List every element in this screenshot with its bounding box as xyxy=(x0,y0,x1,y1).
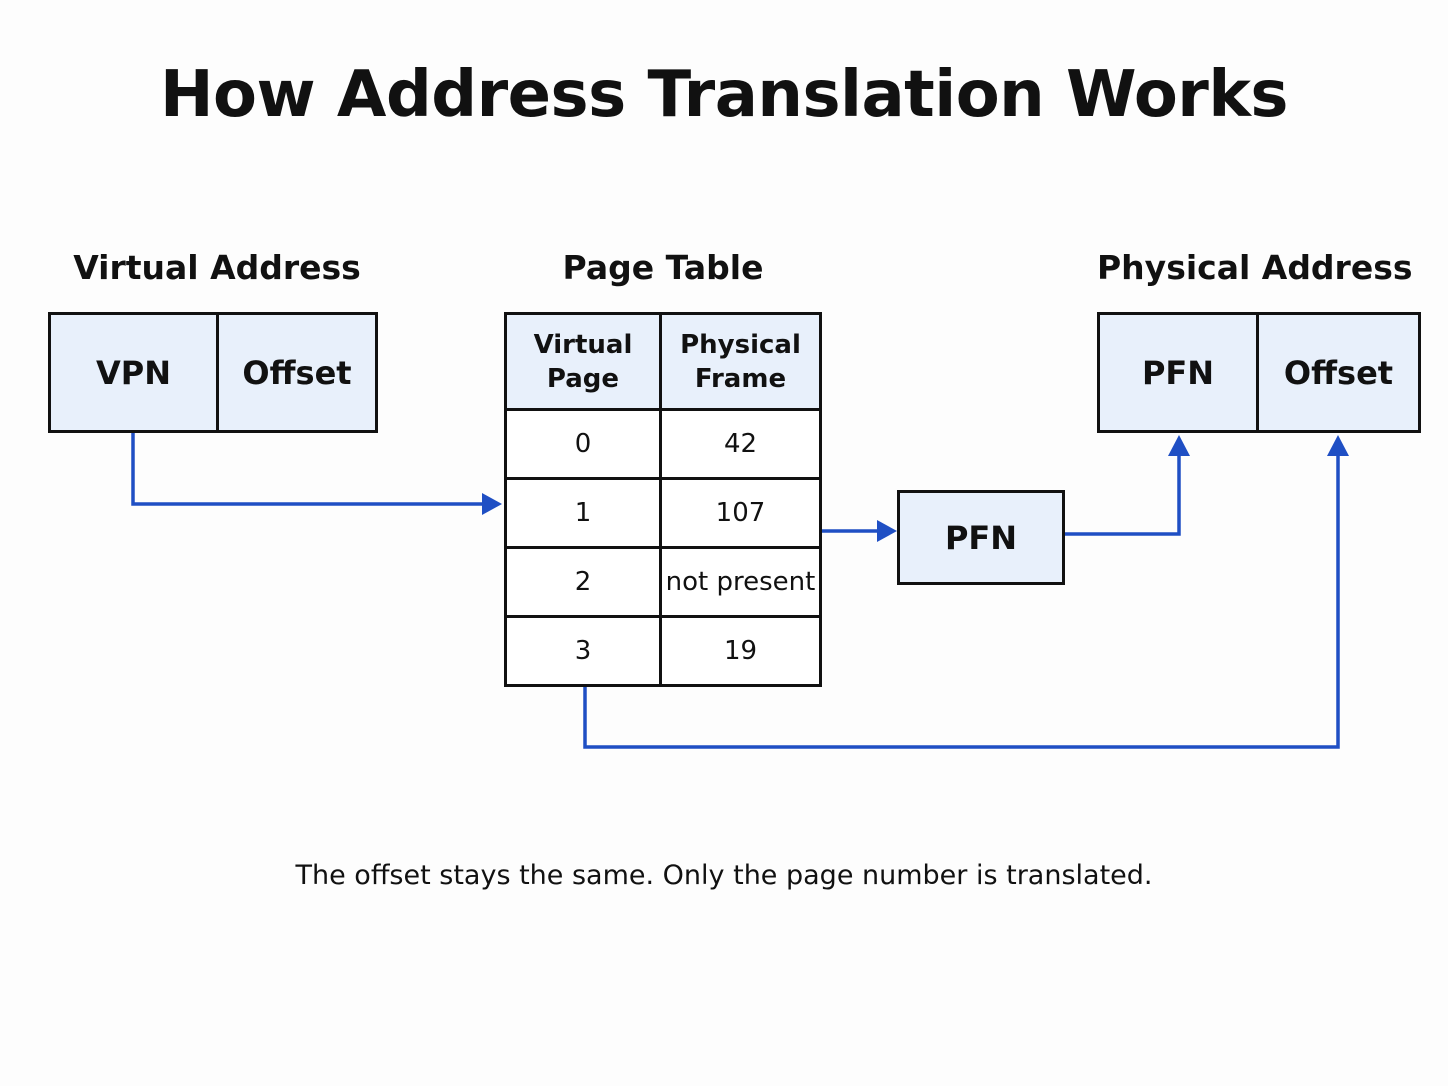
va-offset-field: Offset xyxy=(216,312,378,433)
vpn-to-table-arrowhead xyxy=(482,493,502,515)
header-virtual-page: Virtual Page xyxy=(507,315,662,411)
header-physical-frame: Physical Frame xyxy=(662,315,819,411)
pfn-to-physical-arrow xyxy=(1065,444,1181,536)
pfn-box: PFN xyxy=(897,490,1065,585)
pfn-to-physical-arrowhead xyxy=(1168,435,1190,456)
row-1-physical-frame: 107 xyxy=(662,480,819,549)
row-0-virtual-page: 0 xyxy=(507,411,662,480)
page-table-label: Page Table xyxy=(562,248,764,287)
caption: The offset stays the same. Only the page… xyxy=(295,860,1153,891)
pa-offset-field: Offset xyxy=(1256,312,1421,433)
row-2-virtual-page: 2 xyxy=(507,549,662,618)
row-1-virtual-page: 1 xyxy=(507,480,662,549)
row-0-physical-frame: 42 xyxy=(662,411,819,480)
page-table: Virtual Page Physical Frame 0 42 1 107 2… xyxy=(504,312,822,687)
table-to-pfn-arrowhead xyxy=(877,520,897,542)
vpn-to-table-arrow xyxy=(131,433,494,506)
virtual-address-label: Virtual Address xyxy=(73,248,361,287)
physical-address-label: Physical Address xyxy=(1097,248,1413,287)
vpn-field: VPN xyxy=(48,312,219,433)
pfn-field: PFN xyxy=(1097,312,1259,433)
offset-passthrough-arrowhead xyxy=(1327,435,1349,456)
row-3-physical-frame: 19 xyxy=(723,636,758,666)
diagram-title: How Address Translation Works xyxy=(159,58,1289,132)
offset-passthrough-arrow xyxy=(583,444,1340,749)
row-3-virtual-page: 3 xyxy=(507,618,662,684)
row-2-physical-frame: not present xyxy=(662,549,819,618)
